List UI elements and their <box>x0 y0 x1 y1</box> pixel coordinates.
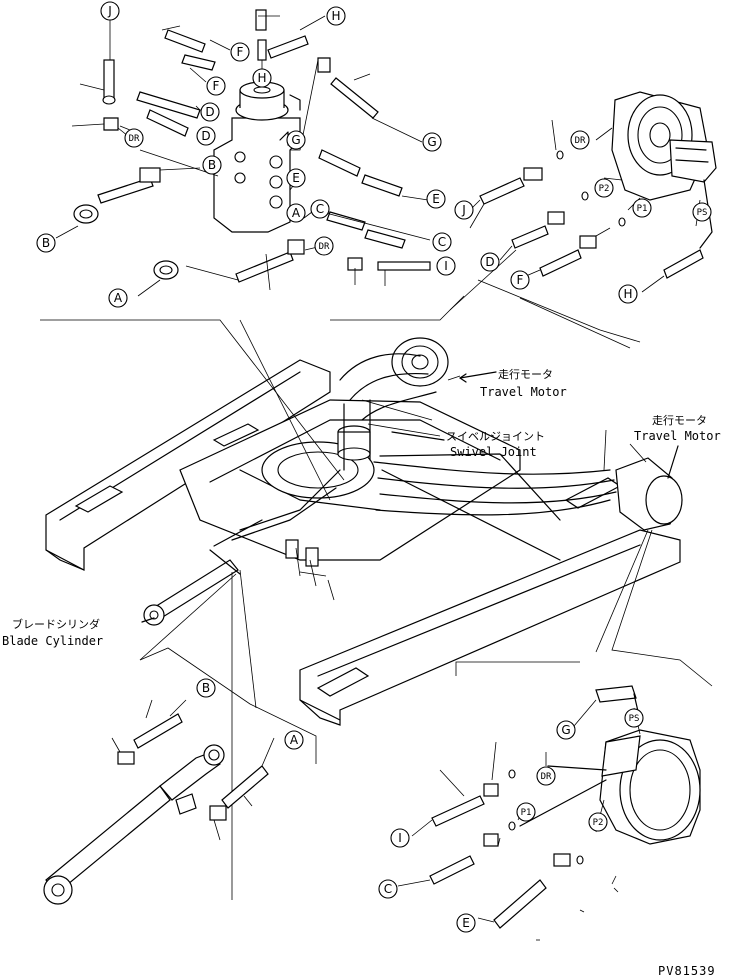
callout-c-2: C <box>438 235 446 249</box>
port-dr-3: DR <box>575 136 586 146</box>
port-p2-2: P2 <box>593 818 604 828</box>
callout-g-3: G <box>561 723 570 737</box>
callout-j-2: J <box>461 203 466 217</box>
callout-h-3: H <box>623 287 632 301</box>
callout-g-1: G <box>291 133 300 147</box>
callout-d-2: D <box>201 129 210 143</box>
travel-motor-top-jp: 走行モータ <box>498 368 553 381</box>
callout-b-1: B <box>208 158 216 172</box>
callout-a-2: A <box>114 291 123 305</box>
callout-d-3: D <box>485 255 494 269</box>
swivel-joint-en: Swivel Joint <box>450 445 537 459</box>
callout-j-1: J <box>107 4 112 18</box>
callout-circles: J F H H F D D B G E A C G E C I B A J D … <box>36 1 638 933</box>
callout-c-3: C <box>384 882 392 896</box>
port-p1-2: P1 <box>521 808 532 818</box>
callout-a-3: A <box>290 733 299 747</box>
port-p1-1: P1 <box>637 204 648 214</box>
drawing-number: PV81539 <box>658 964 716 978</box>
callout-i-2: I <box>398 831 402 845</box>
callout-f-1: F <box>237 45 244 59</box>
callout-f-3: F <box>517 273 524 287</box>
annotations: 走行モータ Travel Motor スイベルジョイント Swivel Join… <box>2 368 721 978</box>
callout-g-2: G <box>427 135 436 149</box>
port-p2-1: P2 <box>599 184 610 194</box>
travel-motor-right-en: Travel Motor <box>634 429 721 443</box>
port-dr-2: DR <box>319 242 330 252</box>
blade-cylinder-jp: ブレードシリンダ <box>12 617 100 631</box>
blade-cylinder-exploded <box>43 699 275 905</box>
callout-h-1: H <box>331 9 340 23</box>
callout-b-2: B <box>42 236 50 250</box>
swivel-joint-exploded <box>55 9 431 297</box>
port-dr-1: DR <box>129 134 140 144</box>
travel-motor-right-jp: 走行モータ <box>652 414 707 427</box>
callout-b-3: B <box>202 681 210 695</box>
swivel-joint-jp: スイベルジョイント <box>446 430 545 443</box>
port-ps-2: PS <box>629 714 640 724</box>
undercarriage-frame <box>40 295 713 900</box>
callout-h-2: H <box>257 71 266 85</box>
callout-e-1: E <box>292 171 300 185</box>
port-label-circles: DR DR DR P2 P1 PS DR P1 P2 PS <box>124 128 712 832</box>
port-ps-1: PS <box>697 208 708 218</box>
callout-i-1: I <box>444 259 448 273</box>
port-dr-4: DR <box>541 772 552 782</box>
callout-a-1: A <box>292 206 301 220</box>
travel-motor-top-en: Travel Motor <box>480 385 567 399</box>
callout-c-1: C <box>316 202 324 216</box>
travel-motor-exploded-bottom <box>397 685 701 941</box>
callout-d-1: D <box>205 105 214 119</box>
callout-e-3: E <box>462 916 470 930</box>
travel-motor-exploded-top <box>449 91 717 343</box>
callout-e-2: E <box>432 192 440 206</box>
blade-cylinder-en: Blade Cylinder <box>2 634 103 648</box>
callout-f-2: F <box>213 79 220 93</box>
